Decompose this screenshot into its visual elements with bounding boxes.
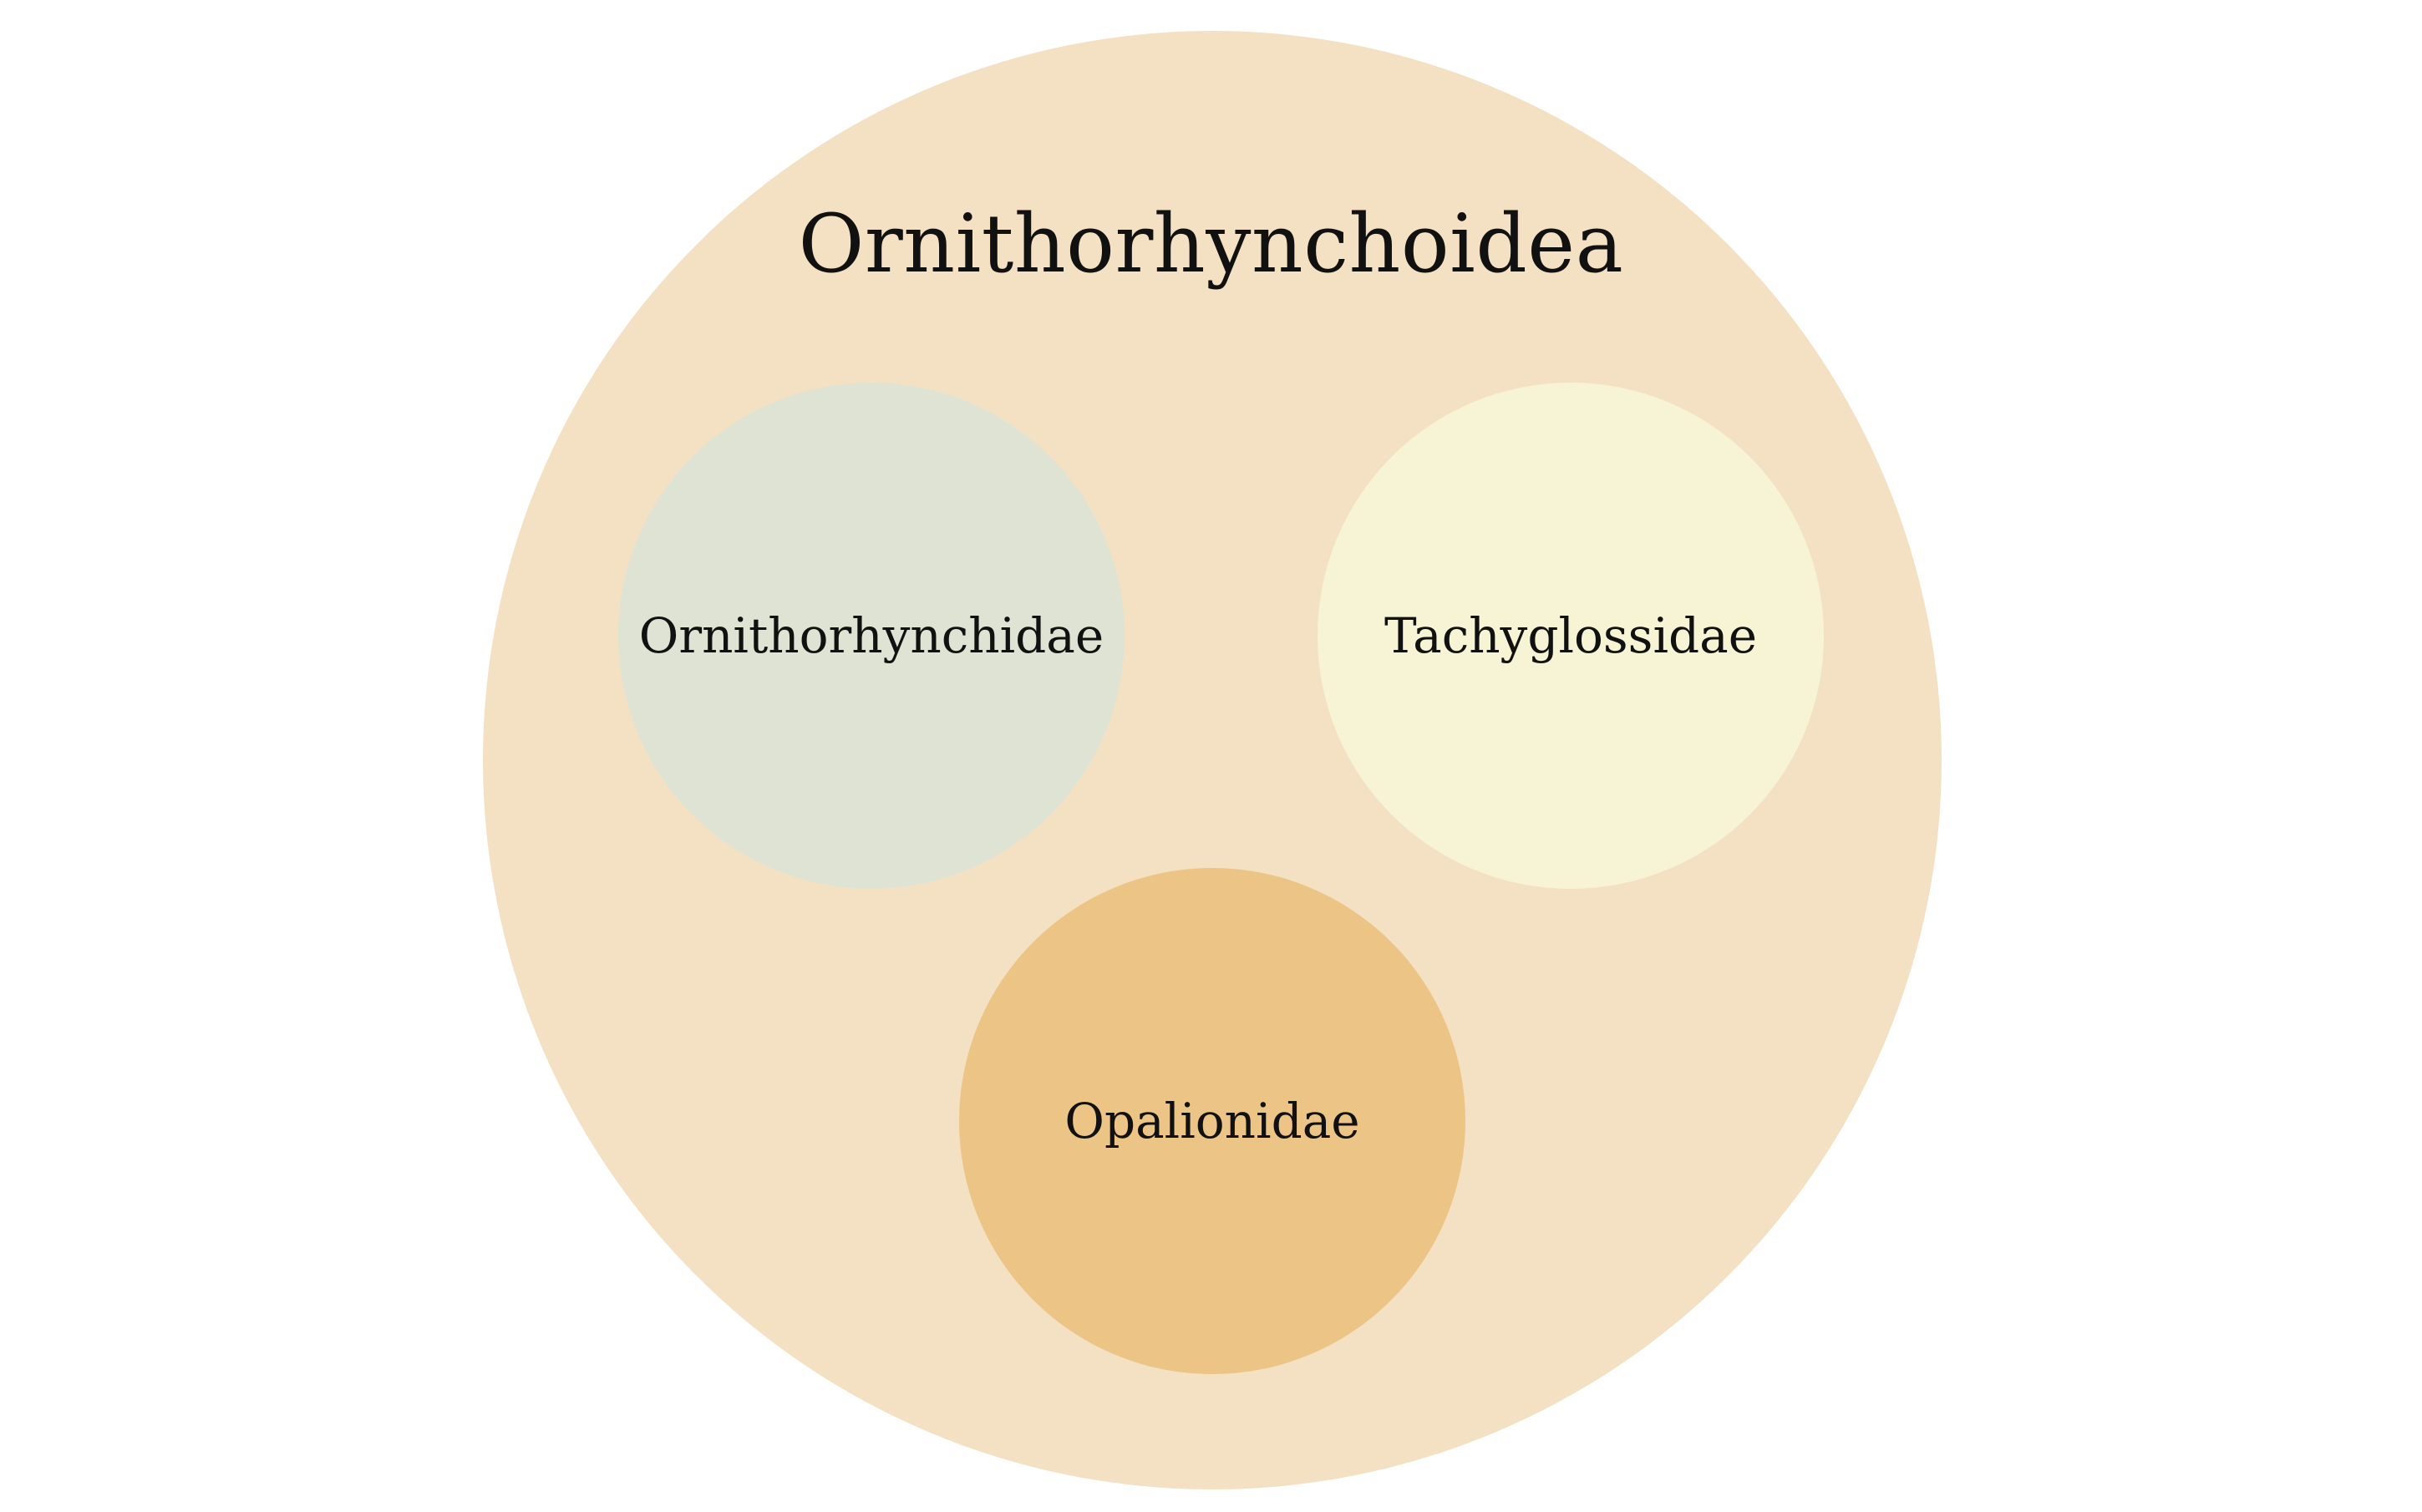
outer-circle-label: Ornithorhynchoidea [798,197,1624,291]
inner-circle-label: Tachyglossidae [1384,607,1758,664]
inner-circle-opalionidae: Opalionidae [959,868,1465,1374]
inner-circle-tachyglossidae: Tachyglossidae [1318,383,1824,889]
inner-circle-label: Opalionidae [1064,1093,1360,1149]
inner-circle-label: Ornithorhynchidae [638,607,1104,664]
inner-circle-ornithorhynchidae: Ornithorhynchidae [618,383,1125,889]
